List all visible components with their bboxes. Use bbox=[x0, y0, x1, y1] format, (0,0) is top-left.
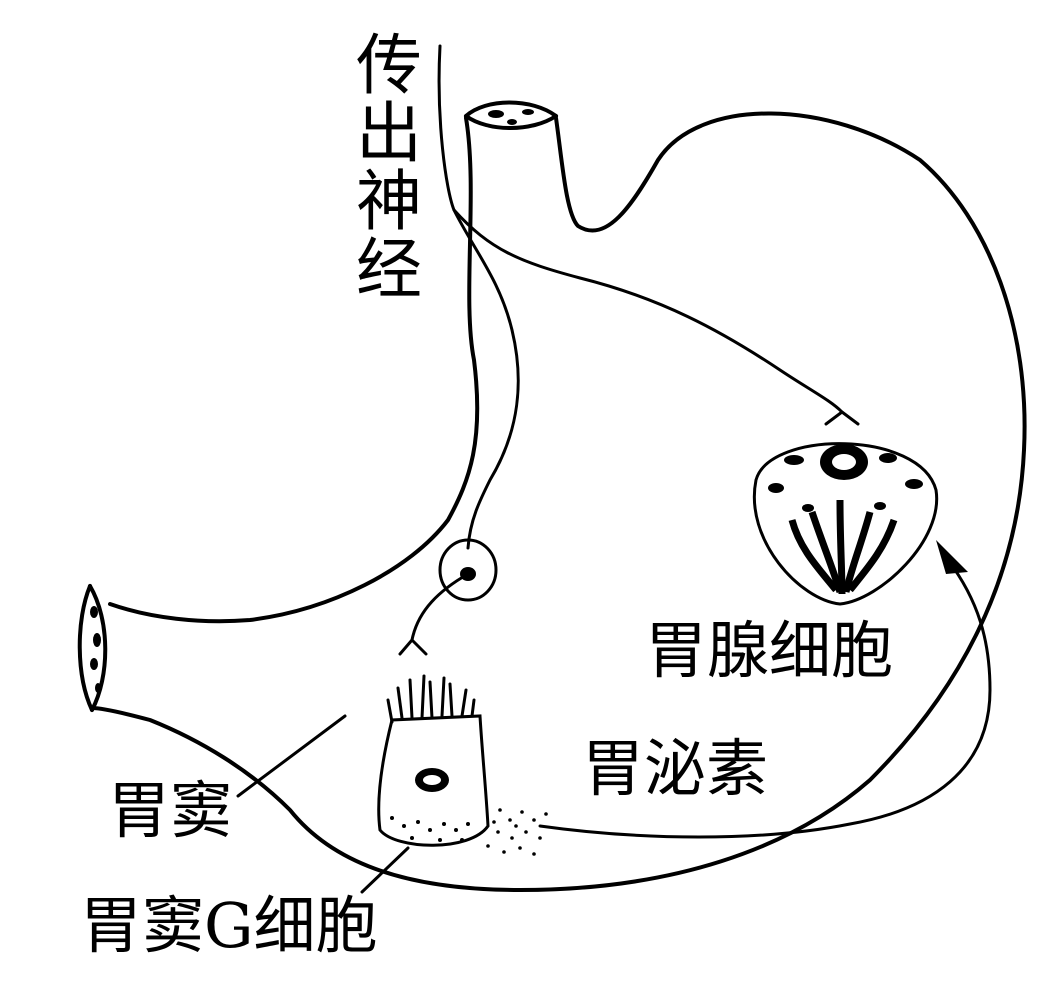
gastrin-label: 胃泌素 bbox=[582, 732, 769, 805]
duodenum-opening-right bbox=[88, 584, 108, 712]
gastrin-particles bbox=[486, 808, 548, 856]
g-cell-microvilli bbox=[386, 674, 476, 724]
greater-curvature bbox=[90, 111, 1027, 892]
gastric-gland-cell-label: 胃腺细胞 bbox=[645, 614, 894, 687]
opening-texture bbox=[90, 109, 534, 693]
gastric-gland-cell bbox=[752, 442, 939, 606]
antral-g-cell bbox=[377, 674, 490, 847]
esophagus-opening-bottom bbox=[464, 114, 558, 130]
nerve-fiber-to-ganglion bbox=[437, 44, 520, 550]
g-cell-granules bbox=[390, 816, 470, 842]
gastric-antrum-label: 胃窦 bbox=[108, 774, 233, 847]
efferent-nerve-fibers bbox=[398, 44, 860, 656]
antrum-pointer bbox=[236, 714, 347, 798]
stomach-outline bbox=[77, 100, 1027, 892]
esophagus-opening-top bbox=[464, 100, 558, 118]
nerve-fiber-to-g-cell bbox=[410, 572, 470, 642]
lesser-curvature bbox=[108, 116, 480, 624]
nerve-fiber-to-gland bbox=[452, 208, 844, 414]
ganglion bbox=[438, 538, 498, 602]
nerve-ending-g-cell bbox=[398, 638, 428, 656]
g-cell-pointer bbox=[360, 846, 410, 894]
gastrin-arrow bbox=[538, 540, 992, 839]
efferent-nerve-label: 传出神经 bbox=[345, 30, 422, 302]
antral-g-cell-label: 胃窦G细胞 bbox=[80, 889, 378, 962]
duodenum-opening-left bbox=[77, 584, 94, 712]
nerve-ending-gland bbox=[824, 410, 860, 426]
label-pointers bbox=[236, 714, 410, 894]
